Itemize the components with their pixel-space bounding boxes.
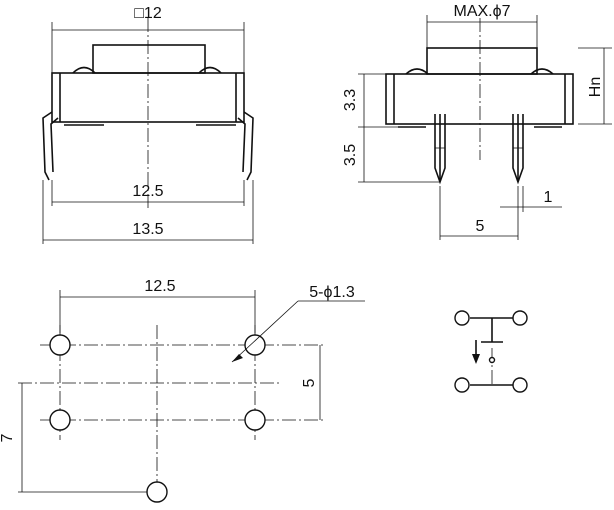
side-view	[358, 15, 612, 240]
pcb-hole-ground	[146, 481, 168, 503]
label-height-hn: Hn	[587, 77, 604, 97]
pcb-hole-top-left	[49, 334, 71, 356]
label-terminal-span: 13.5	[132, 221, 163, 238]
pcb-hole-top-right	[244, 334, 266, 356]
pcb-hole-bottom-right	[244, 409, 266, 431]
switch-schematic-symbol	[454, 310, 528, 393]
label-body-square: □12	[134, 5, 162, 22]
label-body-height: 3.3	[342, 89, 359, 111]
label-pin-width: 1	[544, 189, 553, 206]
label-pcb-pitch-x: 12.5	[144, 278, 175, 295]
label-pcb-hole-spec: 5-ϕ1.3	[309, 284, 355, 301]
label-pcb-pitch-ground: 7	[0, 433, 16, 442]
label-actuator-max: MAX.ϕ7	[454, 3, 511, 20]
label-pcb-pitch-y: 5	[301, 378, 318, 387]
label-side-pin-spacing: 5	[476, 218, 485, 235]
pcb-hole-bottom-left	[49, 409, 71, 431]
label-lead-length: 3.5	[342, 144, 359, 166]
label-terminal-pitch: 12.5	[132, 183, 163, 200]
front-view	[42, 18, 254, 244]
pcb-layout	[18, 290, 365, 503]
